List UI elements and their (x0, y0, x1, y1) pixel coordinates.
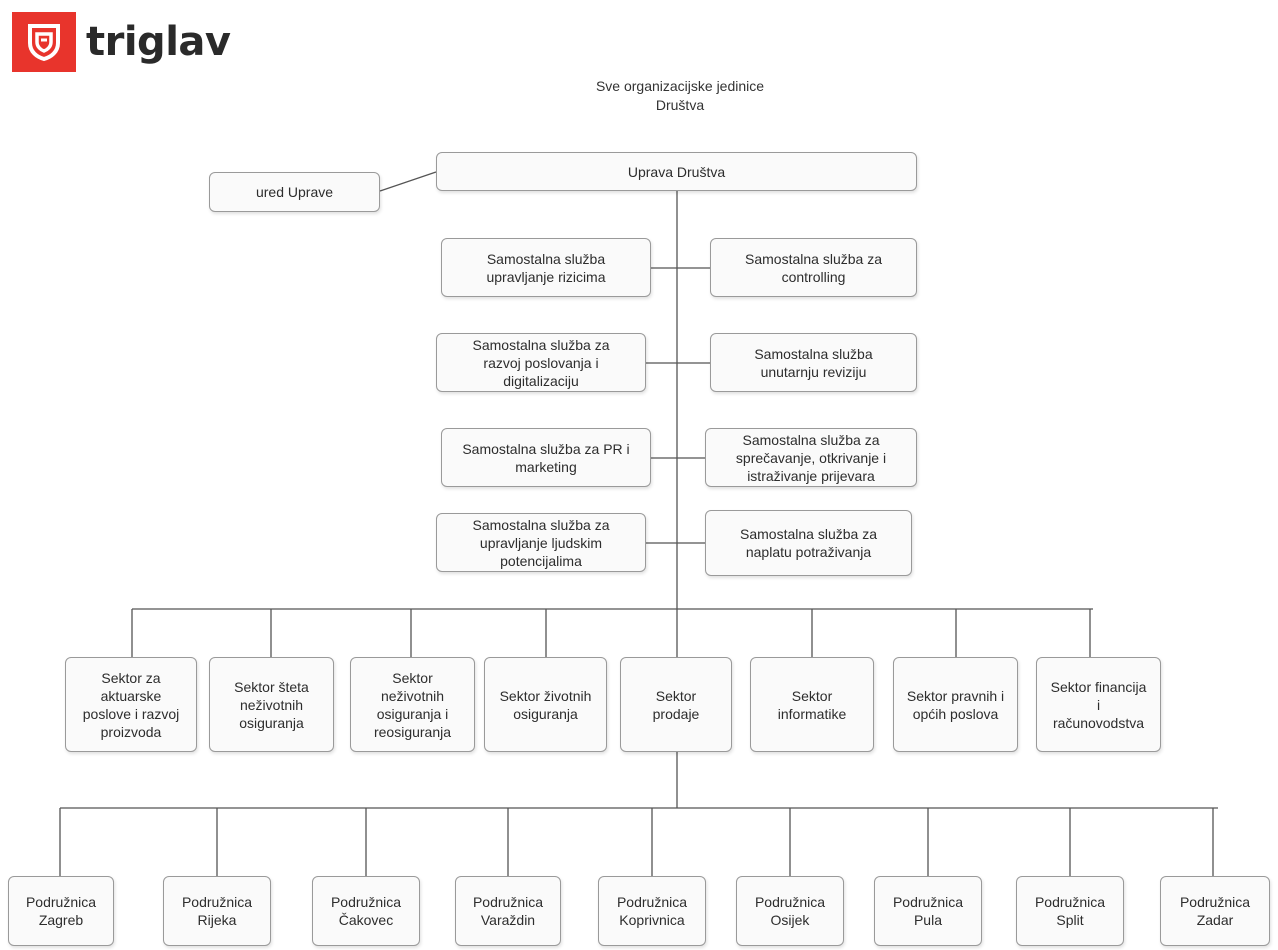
service-collection-box: Samostalna služba za naplatu potraživanj… (705, 510, 912, 576)
branch-box: Podružnica Zadar (1160, 876, 1270, 946)
service-pr-box: Samostalna služba za PR i marketing (441, 428, 651, 487)
service-controlling-label: Samostalna služba za controlling (745, 250, 882, 285)
sector-label: Sektor prodaje (652, 687, 700, 722)
service-fraud-label: Samostalna služba za sprečavanje, otkriv… (735, 431, 887, 484)
sector-label: Sektor neživotnih osiguranja i reosigura… (373, 669, 452, 740)
service-controlling-box: Samostalna služba za controlling (710, 238, 917, 297)
service-collection-label: Samostalna služba za naplatu potraživanj… (740, 526, 877, 560)
service-fraud-box: Samostalna služba za sprečavanje, otkriv… (705, 428, 917, 487)
branch-box: Podružnica Split (1016, 876, 1124, 946)
branch-label: Podružnica Varaždin (472, 894, 544, 928)
sector-box: Sektor za aktuarske poslove i razvoj pro… (65, 657, 197, 752)
sector-label: Sektor informatike (777, 687, 847, 722)
triglav-logo: triglav (12, 12, 231, 72)
sector-box: Sektor pravnih i općih poslova (893, 657, 1018, 752)
branch-label: Podružnica Zadar (1179, 894, 1251, 928)
branch-label: Podružnica Zagreb (25, 894, 97, 928)
chart-title-line1: Sve organizacijske jedinice (595, 78, 765, 94)
sector-box: Sektor neživotnih osiguranja i reosigura… (350, 657, 475, 752)
service-hr-box: Samostalna služba za upravljanje ljudski… (436, 513, 646, 572)
branch-box: Podružnica Varaždin (455, 876, 561, 946)
sector-box: Sektor šteta neživotnih osiguranja (209, 657, 334, 752)
service-digital-box: Samostalna služba za razvoj poslovanja i… (436, 333, 646, 392)
service-hr-label: Samostalna služba za upravljanje ljudski… (472, 516, 610, 569)
sector-box: Sektor financija i računovodstva (1036, 657, 1161, 752)
service-audit-label: Samostalna služba unutarnju reviziju (754, 345, 873, 380)
sector-label: Sektor životnih osiguranja (499, 687, 592, 722)
sector-box: Sektor životnih osiguranja (484, 657, 607, 752)
service-risk-label: Samostalna služba upravljanje rizicima (486, 250, 606, 285)
sector-label: Sektor za aktuarske poslove i razvoj pro… (82, 669, 180, 740)
chart-title-line2: Društva (655, 97, 705, 113)
service-pr-label: Samostalna služba za PR i marketing (462, 440, 630, 475)
service-risk-box: Samostalna služba upravljanje rizicima (441, 238, 651, 297)
ured-uprave-label: ured Uprave (255, 184, 334, 200)
uprava-drustva-label: Uprava Društva (627, 163, 726, 180)
sector-label: Sektor pravnih i općih poslova (906, 687, 1005, 722)
uprava-drustva-box: Uprava Društva (436, 152, 917, 191)
branch-box: Podružnica Koprivnica (598, 876, 706, 946)
branch-label: Podružnica Čakovec (330, 894, 402, 928)
sector-box: Sektor prodaje (620, 657, 732, 752)
branch-label: Podružnica Osijek (754, 894, 826, 928)
branch-label: Podružnica Koprivnica (616, 894, 688, 928)
branch-box: Podružnica Osijek (736, 876, 844, 946)
triglav-logo-mark (12, 12, 76, 72)
branch-box: Podružnica Rijeka (163, 876, 271, 946)
branch-box: Podružnica Čakovec (312, 876, 420, 946)
branch-label: Podružnica Rijeka (181, 894, 253, 928)
branch-label: Podružnica Pula (892, 894, 964, 928)
chart-title: Sve organizacijske jedinice Društva (540, 77, 820, 115)
branch-box: Podružnica Pula (874, 876, 982, 946)
service-digital-label: Samostalna služba za razvoj poslovanja i… (472, 336, 610, 389)
sector-label: Sektor šteta neživotnih osiguranja (234, 678, 309, 731)
service-audit-box: Samostalna služba unutarnju reviziju (710, 333, 917, 392)
sector-box: Sektor informatike (750, 657, 874, 752)
branch-label: Podružnica Split (1034, 894, 1106, 928)
branch-box: Podružnica Zagreb (8, 876, 114, 946)
sector-label: Sektor financija i računovodstva (1050, 678, 1147, 731)
ured-uprave-box: ured Uprave (209, 172, 380, 212)
logo-wordmark: triglav (86, 19, 231, 65)
